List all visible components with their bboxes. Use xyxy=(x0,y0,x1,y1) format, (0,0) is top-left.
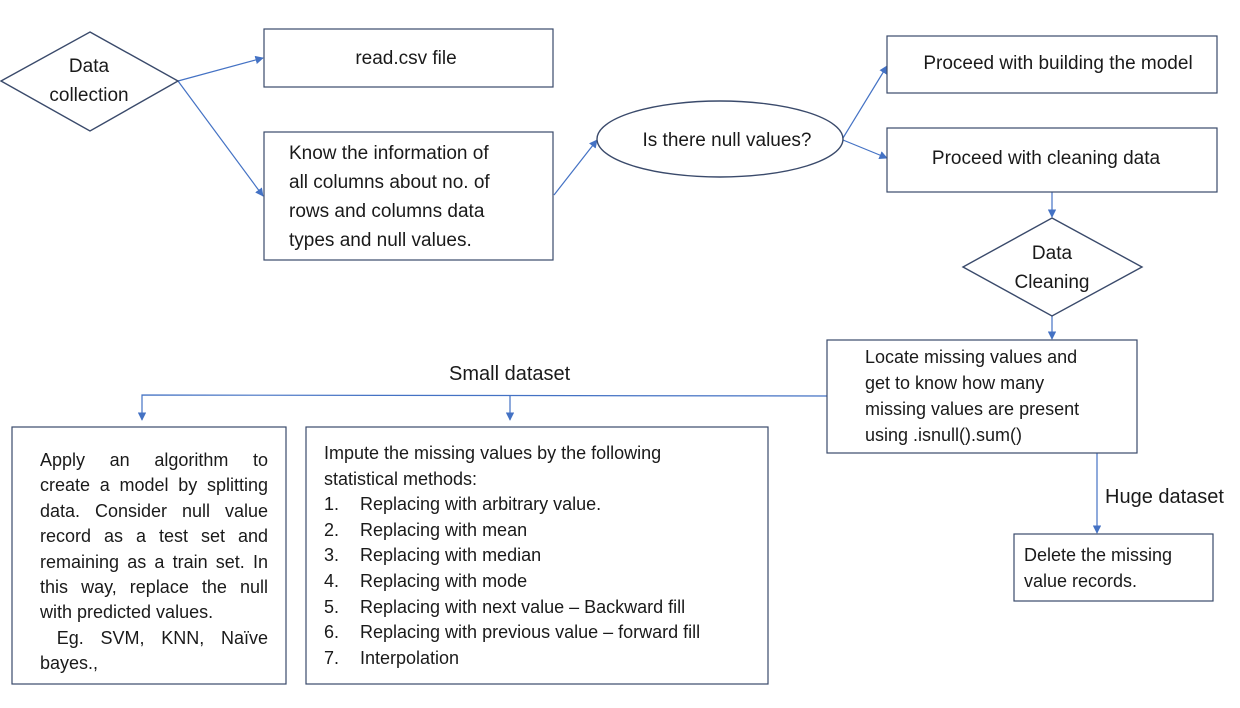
proceed-model-label: Proceed with building the model xyxy=(923,53,1192,74)
apply-algorithm-line-3: data. Consider null value xyxy=(40,500,268,521)
impute-intro-line-1: Impute the missing values by the followi… xyxy=(324,443,661,463)
impute-num-1: 1. xyxy=(324,494,339,514)
apply-algorithm-line-4: record as a test set and xyxy=(40,526,268,547)
data-cleaning-line-1: Data xyxy=(1032,243,1073,264)
proceed-model-node: Proceed with building the model xyxy=(886,35,1218,94)
delete-missing-node: Delete the missing value records. xyxy=(1013,533,1214,602)
apply-algorithm-box xyxy=(11,426,287,685)
impute-num-7: 7. xyxy=(324,648,339,668)
small-dataset-label: Small dataset xyxy=(449,363,571,385)
apply-algorithm-text: Apply an algorithm to create a model by … xyxy=(40,448,268,677)
apply-algorithm-line-1: Apply an algorithm to xyxy=(40,450,268,470)
connectors xyxy=(137,55,1102,534)
apply-algorithm-line-6: this way, replace the null xyxy=(40,577,268,598)
huge-dataset-label: Huge dataset xyxy=(1105,486,1224,508)
know-info-line-3: rows and columns data xyxy=(289,201,485,222)
impute-num-6: 6. xyxy=(324,622,339,642)
arrow-isnull-to-model xyxy=(842,65,888,139)
know-info-node: Know the information of all columns abou… xyxy=(263,131,554,261)
data-cleaning-node: Data Cleaning xyxy=(961,217,1144,317)
proceed-cleaning-label: Proceed with cleaning data xyxy=(932,148,1161,169)
impute-method-4: Replacing with mode xyxy=(360,571,527,591)
impute-method-6: Replacing with previous value – forward … xyxy=(360,622,700,642)
locate-missing-line-2: get to know how many xyxy=(865,373,1044,393)
apply-algorithm-line-5: remaining as a train set. In xyxy=(40,551,268,572)
impute-method-5: Replacing with next value – Backward fil… xyxy=(360,597,685,617)
impute-node: Impute the missing values by the followi… xyxy=(305,426,769,685)
data-collection-line-2: collection xyxy=(49,85,128,106)
locate-missing-line-1: Locate missing values and xyxy=(865,347,1077,367)
impute-intro-line-2: statistical methods: xyxy=(324,469,477,489)
locate-missing-line-3: missing values are present xyxy=(865,399,1079,419)
impute-num-3: 3. xyxy=(324,545,339,565)
delete-missing-line-2: value records. xyxy=(1024,571,1137,591)
impute-method-2: Replacing with mean xyxy=(360,520,527,540)
apply-algorithm-line-7: with predicted values. xyxy=(40,602,214,623)
arrow-collection-to-knowinfo xyxy=(177,80,264,197)
data-collection-line-1: Data xyxy=(69,56,110,77)
impute-num-2: 2. xyxy=(324,520,339,540)
impute-method-7: Interpolation xyxy=(360,648,459,668)
arrow-collection-to-readcsv xyxy=(177,55,264,82)
know-info-line-4: types and null values. xyxy=(289,230,472,251)
impute-method-3: Replacing with median xyxy=(360,545,541,565)
arrow-isnull-to-cleaning xyxy=(842,139,888,160)
locate-missing-node: Locate missing values and get to know ho… xyxy=(826,339,1138,454)
proceed-cleaning-node: Proceed with cleaning data xyxy=(886,127,1218,193)
is-null-label: Is there null values? xyxy=(643,130,812,151)
apply-algorithm-line-9: bayes., xyxy=(40,653,99,674)
know-info-line-1: Know the information of xyxy=(289,143,489,164)
locate-missing-line-4: using .isnull().sum() xyxy=(865,425,1022,445)
delete-missing-line-1: Delete the missing xyxy=(1024,545,1172,565)
read-csv-label: read.csv file xyxy=(355,48,456,69)
data-collection-node: Data collection xyxy=(0,31,180,132)
apply-algorithm-line-2: create a model by splitting xyxy=(40,475,268,496)
data-cleaning-line-2: Cleaning xyxy=(1015,272,1090,293)
impute-num-4: 4. xyxy=(324,571,339,591)
apply-algorithm-line-8: Eg. SVM, KNN, Naïve xyxy=(40,627,268,648)
impute-num-5: 5. xyxy=(324,597,339,617)
arrow-knowinfo-to-isnull xyxy=(553,139,598,196)
read-csv-node: read.csv file xyxy=(263,28,554,88)
know-info-line-2: all columns about no. of xyxy=(289,172,490,193)
impute-method-1: Replacing with arbitrary value. xyxy=(360,494,601,514)
arrow-locate-to-apply xyxy=(137,394,828,421)
is-null-node: Is there null values? xyxy=(596,100,844,178)
